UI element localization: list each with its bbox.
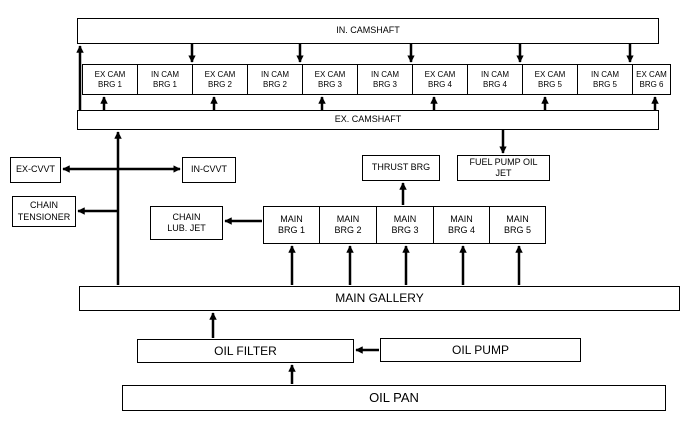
- oil-filter-box: OIL FILTER: [137, 339, 354, 363]
- in-camshaft-box: IN. CAMSHAFT: [77, 18, 659, 44]
- main-bearing-box: MAIN BRG 4: [433, 206, 490, 244]
- main-gallery-box: MAIN GALLERY: [79, 286, 680, 311]
- in-cvvt-box: IN-CVVT: [182, 157, 236, 183]
- thrust-brg-box: THRUST BRG: [362, 155, 440, 181]
- chain-tensioner-box: CHAIN TENSIONER: [12, 196, 76, 227]
- bearing-box: IN CAM BRG 3: [357, 64, 413, 95]
- bearing-box: IN CAM BRG 2: [247, 64, 303, 95]
- bearing-box: IN CAM BRG 5: [577, 64, 633, 95]
- bearing-box: IN CAM BRG 1: [137, 64, 193, 95]
- ex-camshaft-box: EX. CAMSHAFT: [77, 110, 659, 130]
- bearing-box: IN CAM BRG 4: [467, 64, 523, 95]
- main-bearing-box: MAIN BRG 3: [376, 206, 434, 244]
- chain-lub-jet-box: CHAIN LUB. JET: [150, 206, 223, 240]
- bearing-box: EX CAM BRG 5: [522, 64, 578, 95]
- oil-pan-box: OIL PAN: [122, 385, 666, 411]
- ex-cvvt-box: EX-CVVT: [10, 157, 61, 183]
- bearing-box: EX CAM BRG 6: [632, 64, 671, 95]
- main-bearing-box: MAIN BRG 5: [489, 206, 546, 244]
- main-bearing-box: MAIN BRG 2: [319, 206, 377, 244]
- bearing-box: EX CAM BRG 3: [302, 64, 358, 95]
- fuel-pump-oil-jet-box: FUEL PUMP OIL JET: [457, 155, 550, 181]
- main-bearing-box: MAIN BRG 1: [263, 206, 320, 244]
- bearing-box: EX CAM BRG 4: [412, 64, 468, 95]
- bearing-box: EX CAM BRG 2: [192, 64, 248, 95]
- bearing-box: EX CAM BRG 1: [82, 64, 138, 95]
- oil-pump-box: OIL PUMP: [380, 338, 581, 362]
